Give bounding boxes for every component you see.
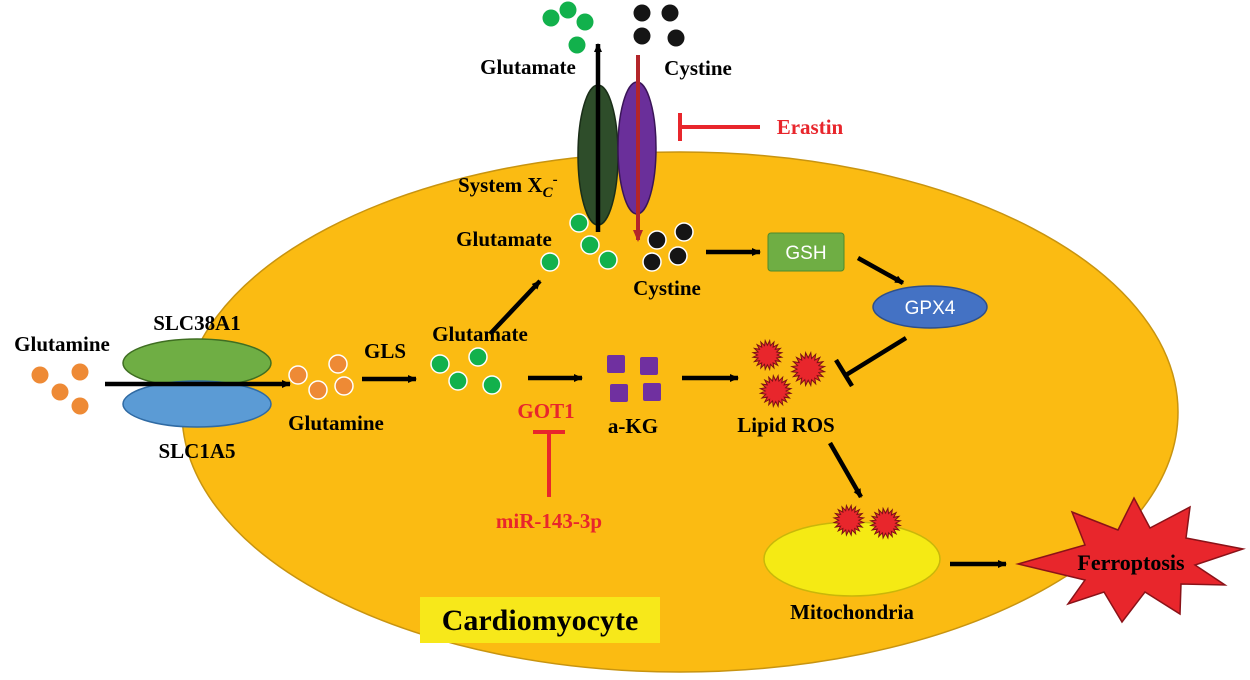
- gsh-box: [767, 232, 845, 272]
- cardiomyocyte-label: Cardiomyocyte: [442, 604, 639, 637]
- gpx4-inhibit-line: [844, 336, 908, 377]
- slc38a1-label: SLC38A1: [153, 311, 241, 335]
- ferroptosis-burst: [1015, 496, 1246, 624]
- lipid-ros-stars: [751, 338, 827, 408]
- erastin-label: Erastin: [777, 115, 844, 139]
- system-xc-label: System XC-: [458, 172, 558, 201]
- glutamate-mid-label: Glutamate: [432, 322, 528, 346]
- akg-squares: [607, 355, 661, 402]
- gpx4-ellipse: [872, 285, 988, 329]
- glutamine-inside-dots: [288, 354, 354, 400]
- mitochondria-ros-stars: [832, 503, 902, 540]
- cystine-inside-dots: [642, 222, 694, 272]
- glutamine-inside-label: Glutamine: [288, 411, 384, 435]
- gpx4-inhibit-bar: [834, 358, 854, 388]
- ferroptosis-label: Ferroptosis: [1077, 550, 1185, 575]
- glutamate-outside-label: Glutamate: [480, 55, 576, 79]
- akg-label: a-KG: [608, 414, 658, 438]
- got1-label: GOT1: [517, 399, 574, 423]
- mir-label: miR-143-3p: [496, 509, 602, 533]
- gls-label: GLS: [364, 339, 406, 363]
- cystine-outside-label: Cystine: [664, 56, 732, 80]
- cystine-inside-label: Cystine: [633, 276, 701, 300]
- mitochondria-ellipse: [763, 521, 941, 597]
- mitochondria-label: Mitochondria: [790, 600, 914, 624]
- glutamate-upper-dots: [540, 213, 618, 272]
- glutamate-upper-label: Glutamate: [456, 227, 552, 251]
- glutamine-outside-dots: [31, 363, 89, 415]
- glutamate-mid-dots: [430, 347, 502, 395]
- ros-to-mito-arrow: [828, 441, 863, 499]
- gpx4-label: GPX4: [905, 298, 956, 319]
- slc38a1-transporter: [122, 338, 272, 388]
- lipid-ros-label: Lipid ROS: [737, 413, 834, 437]
- slc1a5-transporter: [122, 380, 272, 428]
- glutamate-outside-dots: [542, 1, 594, 54]
- cystine-outside-dots: [633, 4, 685, 47]
- glutamine-outside-label: Glutamine: [14, 332, 110, 356]
- gsh-to-gpx4-arrow: [856, 256, 905, 285]
- cardiomyocyte-label-box: [420, 597, 660, 643]
- slc1a5-label: SLC1A5: [158, 439, 235, 463]
- glutamate-up-arrow: [488, 279, 542, 336]
- gsh-label: GSH: [785, 243, 826, 264]
